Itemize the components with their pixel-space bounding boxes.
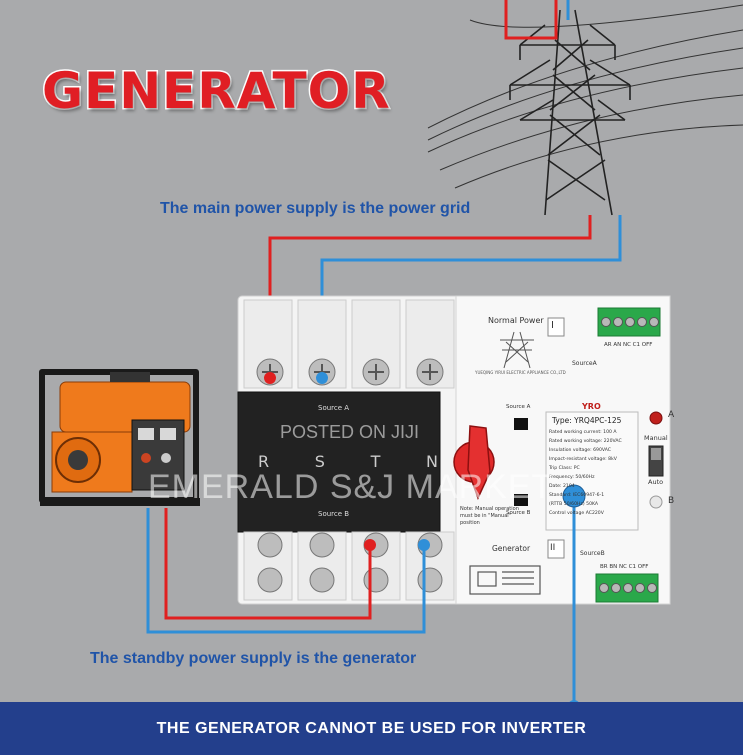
- source-a-label: SourceA: [572, 360, 597, 367]
- terminal-bottom-label: BR BN NC C1 OFF: [600, 564, 649, 570]
- auto-label: Auto: [648, 478, 664, 486]
- spec-line: Frequency: 50/60Hz: [549, 475, 595, 480]
- standby-supply-caption: The standby power supply is the generato…: [90, 650, 417, 667]
- brand-logo: YRO: [582, 402, 601, 411]
- grid-red-wire: [504, 0, 558, 40]
- spec-line: Insulation voltage: 690VAC: [549, 448, 611, 453]
- spec-line: (RTTB 50/60Hz) 50KA: [549, 502, 599, 507]
- indicator-a-label: A: [668, 410, 675, 420]
- handle-note: Note: Manual operation must be in "Manua…: [460, 506, 519, 526]
- front-source-b-label: Source B: [318, 510, 350, 518]
- spec-line: Rated working voltage: 220VAC: [549, 439, 622, 444]
- manual-label: Manual: [644, 434, 668, 442]
- phase-r-label: R: [258, 452, 270, 471]
- phase-n-label: N: [426, 452, 438, 471]
- terminal-dot-red-bottom: [364, 539, 376, 551]
- watermark-posted: POSTED ON JIJI: [280, 422, 420, 442]
- terminal-dot-blue-top: [316, 372, 328, 384]
- type-label: Type: YRQ4PC-125: [552, 416, 622, 425]
- terminal-top-label: AR AN NC C1 OFF: [604, 342, 653, 348]
- switch-source-a-small: Source A: [506, 404, 531, 410]
- spec-line: Control voltage AC220V: [549, 511, 604, 516]
- page-title: GENERATOR: [41, 61, 392, 122]
- device-generator-icon: [469, 565, 541, 595]
- generator-roman-label: II: [550, 543, 556, 553]
- terminal-dot-red-top: [264, 372, 276, 384]
- company-label: YUEQING YIRUI ELECTRIC APPLIANCE CO.,LTD: [475, 370, 566, 375]
- switch-source-b-small: Source B: [506, 510, 531, 516]
- wire-red-bottom: [164, 508, 372, 620]
- spec-line: Impact-resistant voltage: 8kV: [549, 457, 617, 462]
- spec-list: Rated working current: 100 A Rated worki…: [549, 428, 637, 518]
- spec-line: Standard: IEC60947-6-1: [549, 493, 605, 498]
- source-b-label: SourceB: [580, 550, 605, 557]
- rotary-handle[interactable]: [453, 425, 495, 500]
- device-tower-icon: [500, 331, 534, 369]
- transfer-switch: [237, 295, 671, 605]
- terminal-dot-blue-bottom: [418, 539, 430, 551]
- front-source-a-label: Source A: [318, 404, 350, 412]
- phase-s-label: S: [314, 452, 325, 471]
- normal-roman-label: I: [551, 320, 554, 331]
- transmission-tower-icon: [509, 9, 631, 216]
- spec-line: Date: 2104: [549, 484, 575, 489]
- indicator-a-light: [649, 411, 663, 425]
- normal-power-label: Normal Power: [488, 316, 544, 325]
- banner-text: THE GENERATOR CANNOT BE USED FOR INVERTE…: [156, 720, 587, 737]
- phase-labels: R S T N: [258, 452, 438, 471]
- watermark-market: EMERALD S&J MARKET: [148, 468, 554, 506]
- indicator-b-label: B: [668, 496, 675, 506]
- wire-blue-bottom: [146, 508, 426, 634]
- indicator-b-light: [649, 495, 663, 509]
- main-supply-caption: The main power supply is the power grid: [160, 200, 471, 217]
- phase-t-label: T: [370, 452, 381, 471]
- spec-line: Trip Class: PC: [549, 466, 580, 471]
- generator-icon: [39, 369, 200, 506]
- control-dot-blue: [562, 484, 586, 508]
- generator-label: Generator: [492, 544, 531, 553]
- spec-line: Rated working current: 100 A: [549, 430, 617, 435]
- power-lines: [427, 4, 743, 189]
- bottom-banner: THE GENERATOR CANNOT BE USED FOR INVERTE…: [0, 702, 743, 755]
